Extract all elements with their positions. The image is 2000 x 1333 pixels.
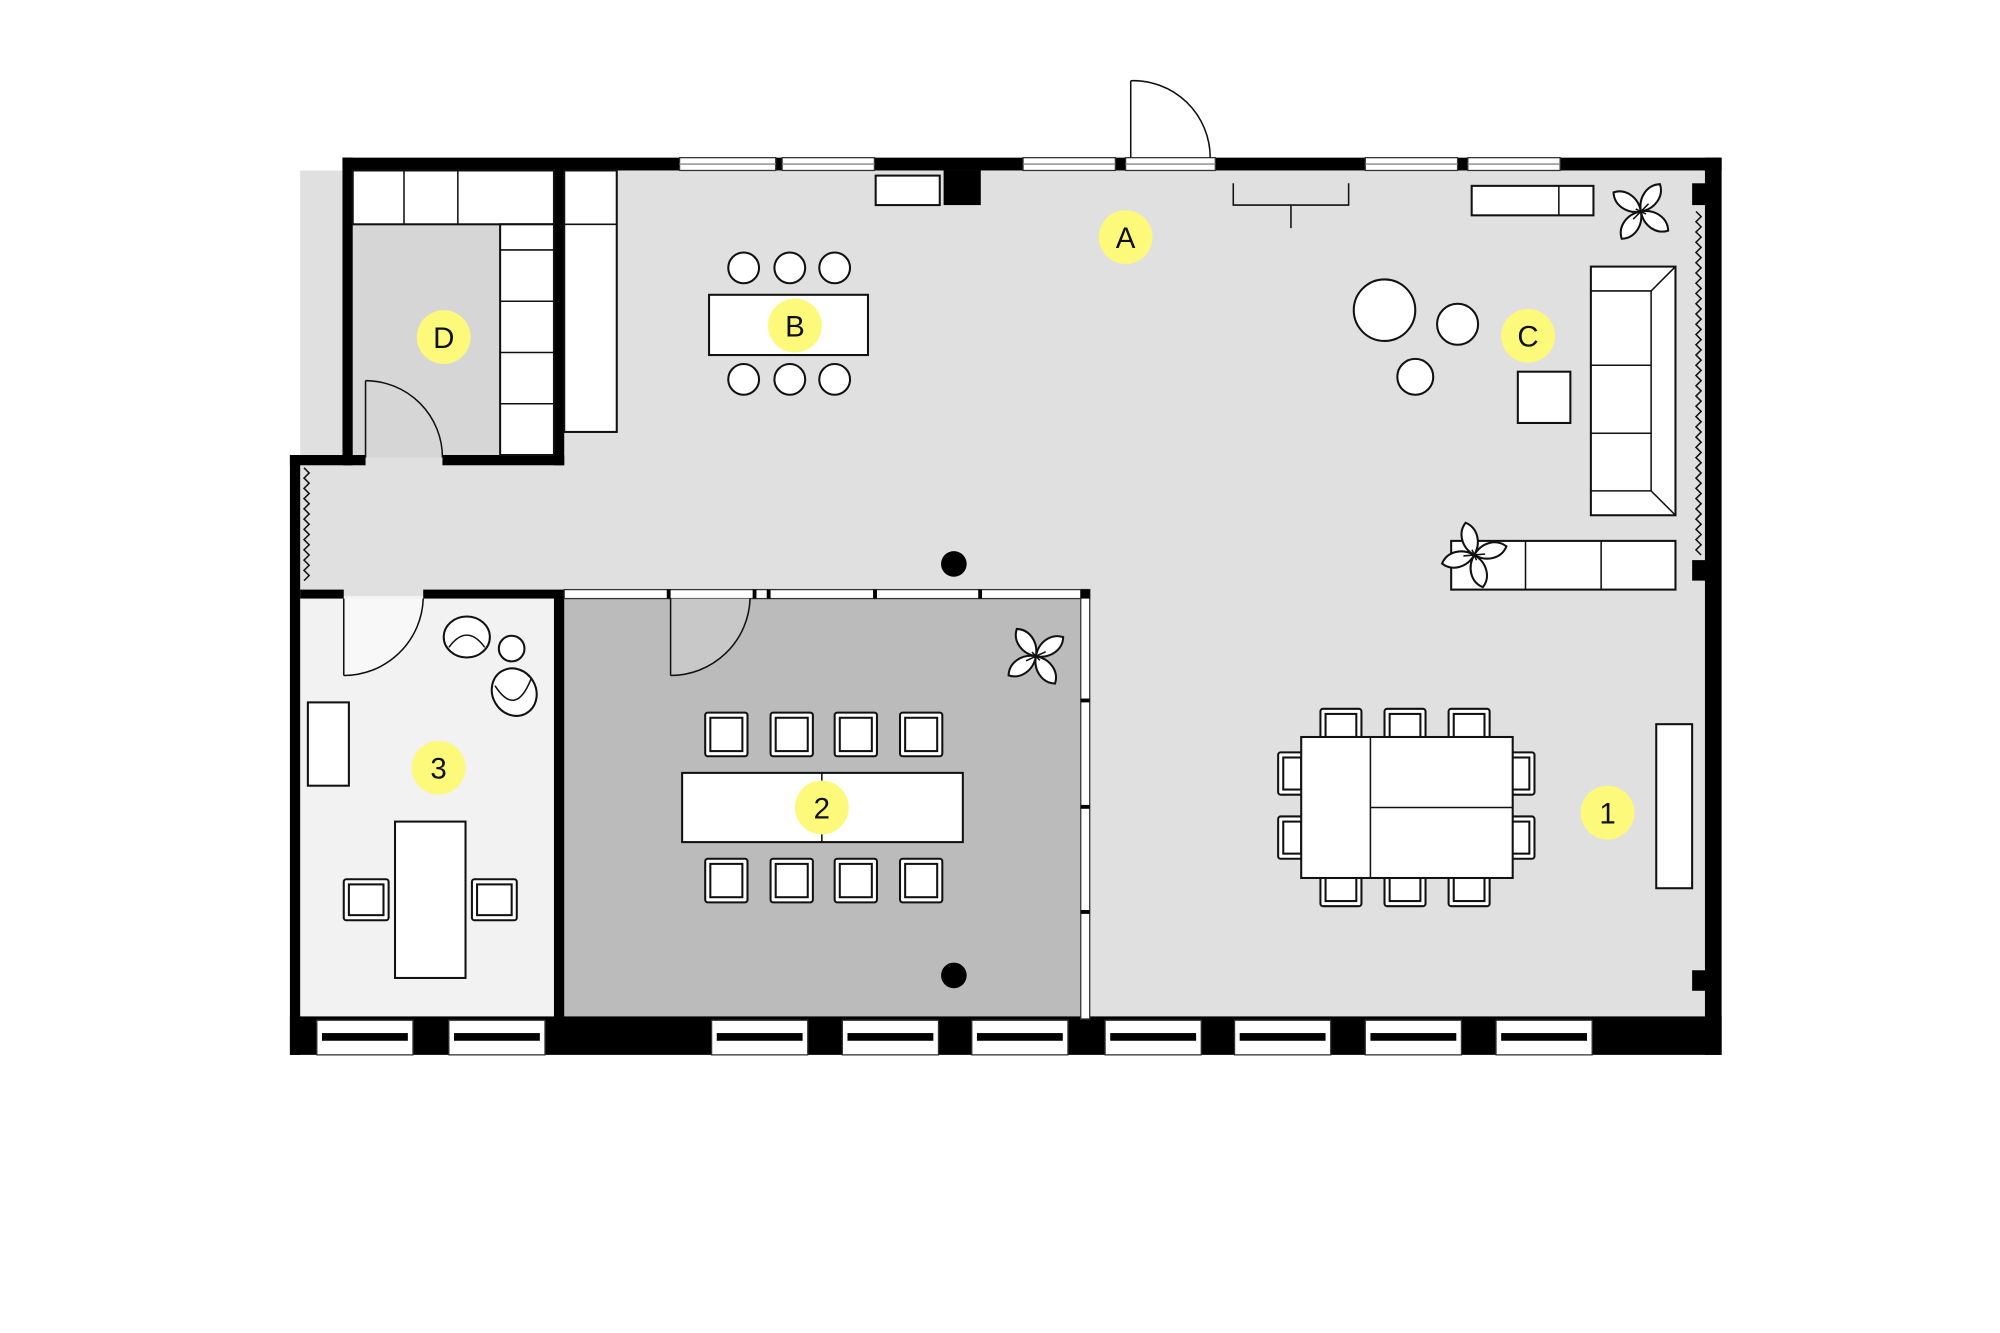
ottoman xyxy=(1516,370,1572,424)
chair-seat xyxy=(904,862,939,899)
marker-circle xyxy=(1098,210,1153,265)
chair xyxy=(727,362,761,396)
window-sill xyxy=(716,1033,803,1041)
marker-circle xyxy=(416,310,471,365)
zone-marker-r2[interactable]: 2 xyxy=(794,780,849,835)
window-sill xyxy=(847,1033,934,1041)
chair-seat xyxy=(347,883,385,917)
marker-circle xyxy=(768,298,822,353)
bottom-windows xyxy=(316,1019,1593,1056)
mullion xyxy=(1080,804,1090,809)
window-sill xyxy=(1370,1033,1457,1041)
mullion xyxy=(1080,910,1090,914)
marker-circle xyxy=(794,780,849,835)
chair-seat xyxy=(1388,876,1422,903)
chair-seat xyxy=(1282,756,1303,791)
wall-shelf xyxy=(563,169,618,433)
zone-marker-d[interactable]: D xyxy=(416,310,471,365)
glass-wall-mullions xyxy=(666,589,1090,914)
tv-stand xyxy=(1232,183,1350,229)
marker-circle xyxy=(1580,785,1635,840)
mullion xyxy=(1080,698,1090,703)
chair-seat xyxy=(838,862,873,899)
chair xyxy=(773,362,807,396)
curtain-right xyxy=(1694,210,1703,556)
lounge-table xyxy=(1352,278,1417,342)
stool xyxy=(1396,357,1435,396)
desk xyxy=(393,820,467,979)
room-d-door[interactable] xyxy=(364,379,444,458)
chair-seat xyxy=(476,883,513,917)
window-sill xyxy=(321,1033,408,1041)
chair xyxy=(818,362,852,396)
chair-seat xyxy=(1510,820,1531,855)
mullion xyxy=(1080,589,1090,599)
window-sill xyxy=(1239,1033,1326,1041)
desk-chairs xyxy=(342,878,518,922)
chair-seat xyxy=(1452,876,1486,903)
mullion xyxy=(873,589,877,599)
room-3-door[interactable] xyxy=(342,598,424,677)
plant-icon xyxy=(1440,521,1508,589)
plant-icon xyxy=(1007,627,1065,685)
chair-seat xyxy=(1324,876,1358,903)
room-d-cabinets xyxy=(351,169,555,457)
top-windows xyxy=(678,157,1561,172)
zone-marker-r1[interactable]: 1 xyxy=(1580,785,1635,840)
chair xyxy=(818,251,852,285)
marker-label: D xyxy=(433,322,454,355)
marker-circle xyxy=(1501,308,1555,363)
zone-marker-a[interactable]: A xyxy=(1098,210,1153,265)
marker-circle xyxy=(411,740,466,795)
mullion xyxy=(978,589,983,599)
marker-label: B xyxy=(785,310,805,343)
sofa xyxy=(1589,265,1677,517)
curtain-left xyxy=(302,467,311,582)
marker-label: A xyxy=(1116,222,1136,255)
chair-seat xyxy=(838,716,873,753)
window-sill xyxy=(1501,1033,1588,1041)
table-b-chairs xyxy=(727,251,852,396)
stool xyxy=(1436,302,1480,346)
chair-seat xyxy=(709,862,744,899)
zone-marker-c[interactable]: C xyxy=(1501,308,1555,363)
chair-seat xyxy=(904,716,939,753)
lounge-chairs xyxy=(442,615,538,717)
marker-label: 2 xyxy=(814,792,830,825)
marker-label: C xyxy=(1517,321,1538,354)
plant-icon xyxy=(1612,183,1670,240)
window-sill xyxy=(1110,1033,1197,1041)
chair-seat xyxy=(1388,712,1422,739)
chair-seat xyxy=(1324,712,1358,739)
zone-marker-b[interactable]: B xyxy=(768,298,822,353)
room-2-door[interactable] xyxy=(669,598,751,677)
chair-seat xyxy=(774,716,809,753)
zone-marker-r3[interactable]: 3 xyxy=(411,740,466,795)
entrance-door[interactable] xyxy=(1129,79,1211,158)
column xyxy=(941,551,967,577)
chair-seat xyxy=(709,716,744,753)
cabinet-top xyxy=(874,174,941,207)
chair xyxy=(727,251,761,285)
sideboard xyxy=(1470,184,1595,217)
mullion xyxy=(666,589,671,599)
chair-seat xyxy=(1452,712,1486,739)
window-sill xyxy=(453,1033,540,1041)
table-2-chairs xyxy=(704,711,944,904)
window-sill xyxy=(976,1033,1063,1041)
mullion xyxy=(766,589,771,599)
marker-label: 3 xyxy=(430,753,446,786)
table-1 xyxy=(1300,735,1514,880)
column xyxy=(941,962,967,989)
chair-seat xyxy=(1510,756,1531,791)
chair xyxy=(773,251,807,285)
credenza xyxy=(1655,723,1694,890)
mullion xyxy=(752,589,757,599)
marker-label: 1 xyxy=(1599,797,1615,830)
table-1-chairs xyxy=(1277,707,1536,908)
chair-seat xyxy=(774,862,809,899)
shelf xyxy=(306,701,350,787)
chair-seat xyxy=(1282,820,1303,855)
